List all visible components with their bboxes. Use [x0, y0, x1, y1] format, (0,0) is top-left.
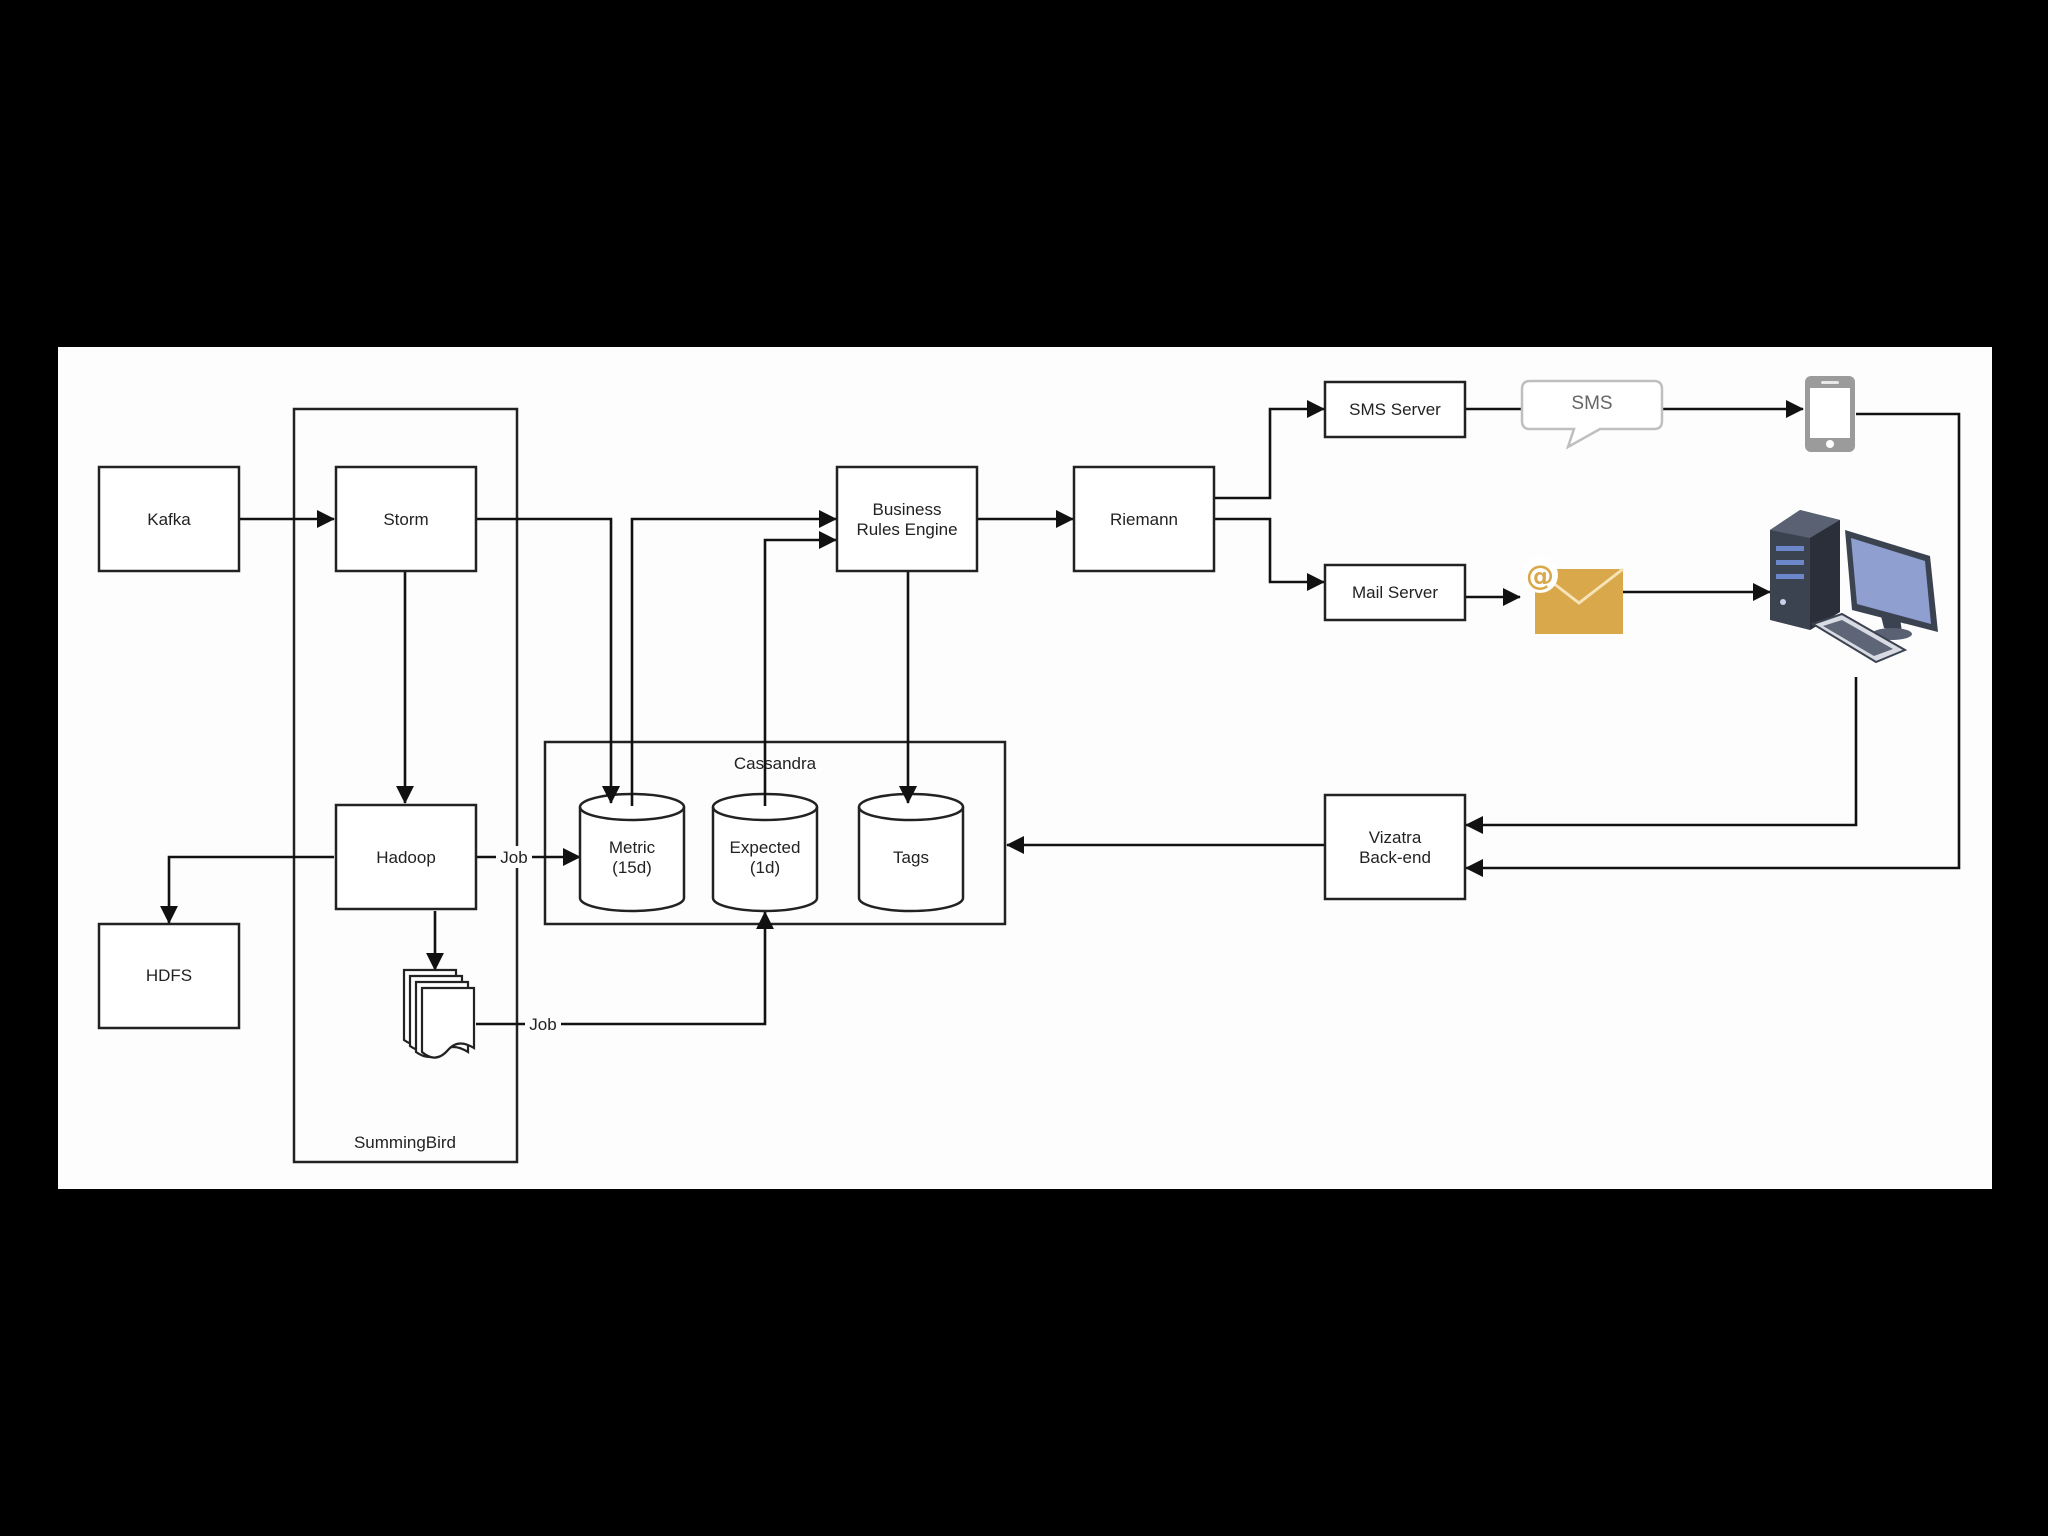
node-storm[interactable]: Storm — [334, 465, 478, 573]
node-storm-label: Storm — [383, 510, 428, 529]
edge-expected-bre — [763, 531, 837, 793]
node-sms-server-label: SMS Server — [1349, 400, 1441, 419]
edge-storm-metric — [476, 517, 620, 804]
node-riemann-label: Riemann — [1110, 510, 1178, 529]
node-riemann[interactable]: Riemann — [1072, 465, 1216, 573]
cylinder-metric-label-line2: (15d) — [612, 858, 652, 877]
node-mail-server[interactable]: Mail Server — [1323, 563, 1467, 622]
node-hdfs-label: HDFS — [146, 966, 192, 985]
summingbird-group — [292, 407, 519, 1164]
node-vizatra-label-line1: Vizatra — [1369, 828, 1422, 847]
edge-computer-vizatra — [1465, 677, 1858, 834]
node-bre-label-line1: Business — [873, 500, 942, 519]
cassandra-label: Cassandra — [734, 754, 817, 773]
summingbird-label: SummingBird — [354, 1133, 456, 1152]
node-kafka-label: Kafka — [147, 510, 191, 529]
cylinder-expected[interactable]: Expected (1d) — [711, 792, 819, 913]
desktop-computer-icon — [1770, 510, 1938, 664]
node-bre-label-line2: Rules Engine — [856, 520, 957, 539]
cassandra-group — [543, 740, 1007, 926]
cylinder-tags-label: Tags — [893, 848, 929, 867]
node-vizatra-backend[interactable]: Vizatra Back-end — [1323, 793, 1467, 901]
node-mail-server-label: Mail Server — [1352, 583, 1438, 602]
edge-riemann-sms-server — [1214, 400, 1325, 500]
mobile-phone-icon — [1805, 376, 1855, 452]
node-sms-server[interactable]: SMS Server — [1323, 380, 1467, 439]
edge-label-docs-job: Job — [529, 1015, 556, 1034]
node-hadoop-label: Hadoop — [376, 848, 436, 867]
edge-metric-bre — [630, 510, 837, 793]
cylinder-expected-label-line2: (1d) — [750, 858, 780, 877]
edge-documents-expected-job — [476, 911, 774, 1026]
email-envelope-icon: @ — [1522, 557, 1624, 634]
cylinder-metric-label-line1: Metric — [609, 838, 656, 857]
cylinder-metric[interactable]: Metric (15d) — [578, 792, 686, 913]
cylinder-expected-label-line1: Expected — [730, 838, 801, 857]
node-vizatra-label-line2: Back-end — [1359, 848, 1431, 867]
edge-hadoop-hdfs — [160, 855, 334, 924]
node-hadoop[interactable]: Hadoop — [334, 803, 478, 911]
edge-label-hadoop-job: Job — [500, 848, 527, 867]
documents-icon — [402, 968, 476, 1059]
edge-riemann-mail-server — [1214, 517, 1325, 591]
sms-bubble-icon: SMS — [1520, 379, 1664, 450]
cylinder-tags[interactable]: Tags — [857, 792, 965, 913]
node-business-rules-engine[interactable]: Business Rules Engine — [835, 465, 979, 573]
svg-text:@: @ — [1526, 559, 1554, 592]
node-hdfs[interactable]: HDFS — [97, 922, 241, 1030]
edge-phone-vizatra — [1465, 412, 1961, 877]
sms-bubble-label: SMS — [1571, 393, 1612, 414]
node-kafka[interactable]: Kafka — [97, 465, 241, 573]
edges — [160, 400, 1961, 1026]
